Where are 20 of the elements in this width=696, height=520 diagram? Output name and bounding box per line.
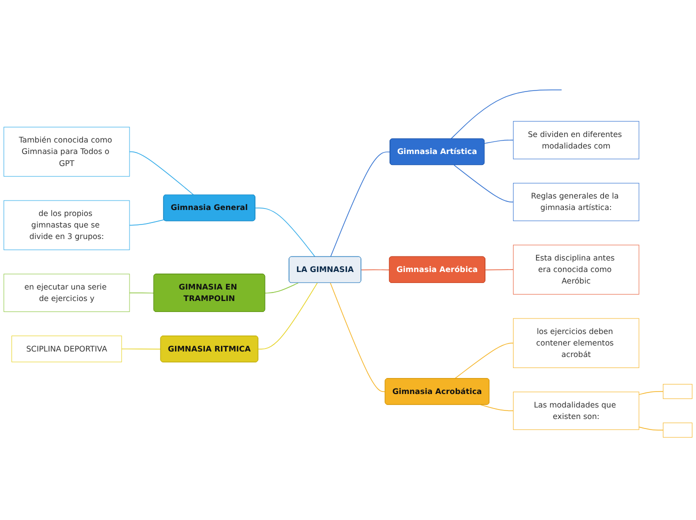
connector bbox=[454, 164, 514, 202]
node-box bbox=[662, 384, 692, 399]
connector bbox=[484, 269, 514, 270]
connector bbox=[258, 282, 318, 350]
connector bbox=[638, 426, 664, 430]
connector bbox=[129, 151, 194, 196]
connector bbox=[638, 391, 664, 395]
connector bbox=[264, 282, 299, 294]
connector bbox=[480, 404, 514, 412]
connector bbox=[129, 292, 154, 294]
connector bbox=[330, 282, 386, 392]
node-box bbox=[662, 422, 692, 438]
connector bbox=[330, 152, 391, 258]
connector bbox=[454, 342, 514, 380]
connector bbox=[450, 90, 562, 140]
connector bbox=[129, 219, 164, 226]
connector bbox=[254, 208, 316, 258]
connector bbox=[121, 348, 162, 350]
connector bbox=[484, 140, 514, 144]
connector bbox=[360, 269, 390, 270]
